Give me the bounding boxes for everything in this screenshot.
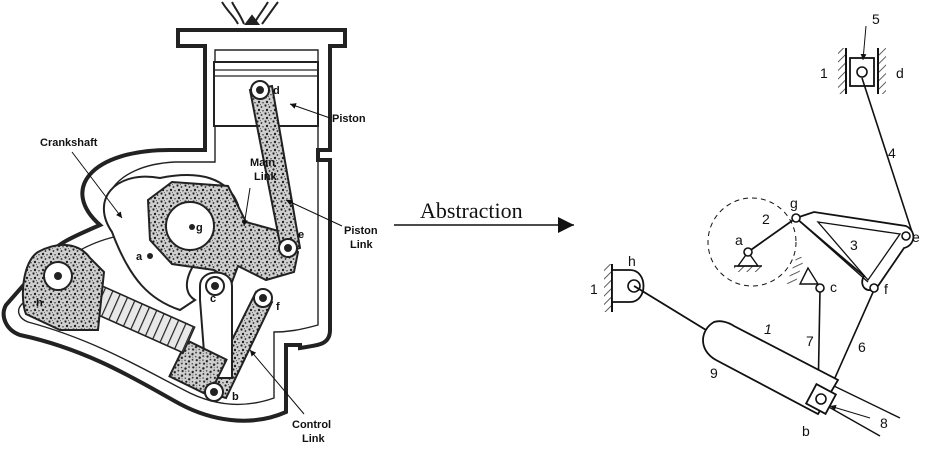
callout-piston: Piston	[332, 113, 366, 125]
engine-pin-h: h	[36, 297, 43, 309]
engine-pin-c: c	[210, 293, 216, 305]
cylinder-head-icon	[221, 1, 279, 25]
link-number-1-top: 1	[820, 65, 828, 81]
joint-label-e: e	[912, 229, 920, 245]
joint-label-d: d	[896, 65, 904, 81]
engine-drawing: d e f c b g a h Crankshaft Main Link Pis…	[1, 1, 378, 445]
joint-label-c: c	[830, 279, 837, 295]
engine-pin-f: f	[276, 301, 280, 313]
callout-main-link-2: Link	[254, 171, 277, 183]
joint-label-a: a	[735, 232, 743, 248]
engine-pin-e: e	[298, 229, 304, 241]
crank-path-circle	[707, 197, 797, 287]
joint-label-g: g	[790, 195, 798, 211]
ground-hatch-top-right	[878, 48, 886, 94]
slider-block	[168, 339, 228, 397]
piston-slider-5	[849, 57, 875, 87]
engine-pin-d: d	[273, 85, 280, 97]
abstraction-label: Abstraction	[420, 198, 523, 223]
engine-pin-g: g	[196, 222, 203, 234]
joint-label-h: h	[628, 253, 636, 269]
ground-c-support	[798, 266, 820, 285]
link-number-3: 3	[850, 237, 858, 253]
kinematic-diagram: d g e a f c h b 5 1 4 2 3 1 1 7 6 9 8	[590, 11, 920, 439]
callout-crankshaft: Crankshaft	[40, 137, 98, 149]
callout-piston-link-2: Link	[350, 239, 373, 251]
callout-main-link-1: Main	[250, 157, 275, 169]
joint-label-f: f	[884, 281, 888, 297]
joint-label-b: b	[802, 423, 810, 439]
callout-control-link-1: Control	[292, 419, 331, 431]
link-number-2: 2	[762, 211, 770, 227]
engine-pin-a: a	[136, 251, 143, 263]
link-number-4: 4	[888, 145, 896, 161]
callout-piston-link-1: Piston	[344, 225, 378, 237]
abstraction-arrow: Abstraction	[394, 198, 574, 233]
engine-pin-b: b	[232, 391, 239, 403]
link-number-6: 6	[858, 339, 866, 355]
engine-pins	[54, 80, 298, 402]
link-number-1-left: 1	[590, 281, 598, 297]
link-number-1-mid: 1	[764, 321, 772, 337]
link-number-5: 5	[872, 11, 880, 27]
callout-control-link-2: Link	[302, 433, 325, 445]
ground-hatch-top-left	[838, 48, 846, 94]
link-number-8: 8	[880, 415, 888, 431]
kinematic-joints	[743, 213, 911, 293]
ground-hatch-h	[604, 264, 612, 312]
link-number-9: 9	[710, 365, 718, 381]
link-number-7: 7	[806, 333, 814, 349]
